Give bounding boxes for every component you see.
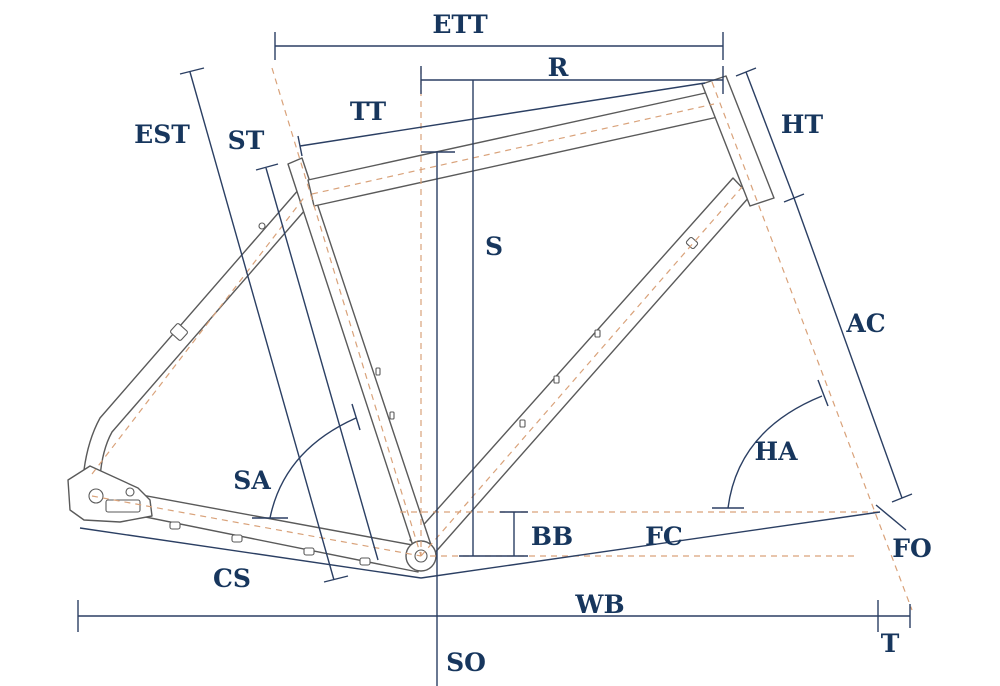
st-dimension xyxy=(265,167,379,561)
labels: ETT R TT HT EST ST S AC HA SA BB FC FO C… xyxy=(134,10,932,677)
frame-fittings xyxy=(169,222,699,566)
bottle-boss-4 xyxy=(519,419,526,428)
fc-dimension xyxy=(420,511,881,579)
ac-dimension xyxy=(793,197,903,499)
ht-dimension xyxy=(745,71,795,199)
tt-dimension xyxy=(299,82,706,147)
label-st: ST xyxy=(228,126,265,155)
label-cs: CS xyxy=(213,564,251,593)
cable-guide-dt xyxy=(685,236,699,250)
derailleur-hanger xyxy=(105,499,141,513)
chainstay-centerline xyxy=(91,495,422,557)
down-tube xyxy=(409,177,751,557)
seat-tube-centerline xyxy=(271,67,422,557)
bottle-boss-3 xyxy=(553,375,560,384)
label-s: S xyxy=(485,232,503,261)
centerlines xyxy=(91,67,913,611)
seatstay xyxy=(83,187,313,479)
cable-guide-cs-3 xyxy=(303,547,315,556)
label-wb: WB xyxy=(574,590,624,619)
label-fo: FO xyxy=(892,534,932,563)
est-dimension xyxy=(189,71,335,581)
down-tube-centerline xyxy=(420,186,743,557)
dropout-bolt xyxy=(125,487,135,497)
brake-mount xyxy=(170,323,188,341)
label-ht: HT xyxy=(781,110,824,139)
rear-dropout xyxy=(67,465,153,523)
bottle-boss-5 xyxy=(594,329,601,338)
label-tt: TT xyxy=(350,97,387,126)
label-bb: BB xyxy=(531,522,573,551)
label-ett: ETT xyxy=(432,10,488,39)
bottle-boss-1 xyxy=(375,367,381,376)
cable-guide-cs-2 xyxy=(231,534,243,543)
label-est: EST xyxy=(134,120,190,149)
cs-dimension xyxy=(79,527,422,579)
dropout-axle xyxy=(88,488,104,504)
label-so: SO xyxy=(446,648,486,677)
label-r: R xyxy=(548,53,569,82)
top-tube-centerline xyxy=(311,103,715,195)
cable-guide-cs-4 xyxy=(359,557,371,566)
bottle-boss-2 xyxy=(389,411,395,420)
label-sa: SA xyxy=(233,466,271,495)
ha-arc xyxy=(727,395,823,509)
stay-bolt xyxy=(258,222,266,230)
frame xyxy=(67,75,775,573)
seatstay-centerline xyxy=(91,194,307,475)
fo-dimension xyxy=(875,504,907,531)
dimension-lines xyxy=(77,32,913,686)
label-ac: AC xyxy=(845,309,885,338)
sa-arc xyxy=(269,417,357,519)
label-fc: FC xyxy=(645,522,683,551)
label-t: T xyxy=(881,629,900,658)
cable-guide-cs-1 xyxy=(169,521,181,530)
label-ha: HA xyxy=(754,437,798,466)
head-tube xyxy=(701,75,775,207)
